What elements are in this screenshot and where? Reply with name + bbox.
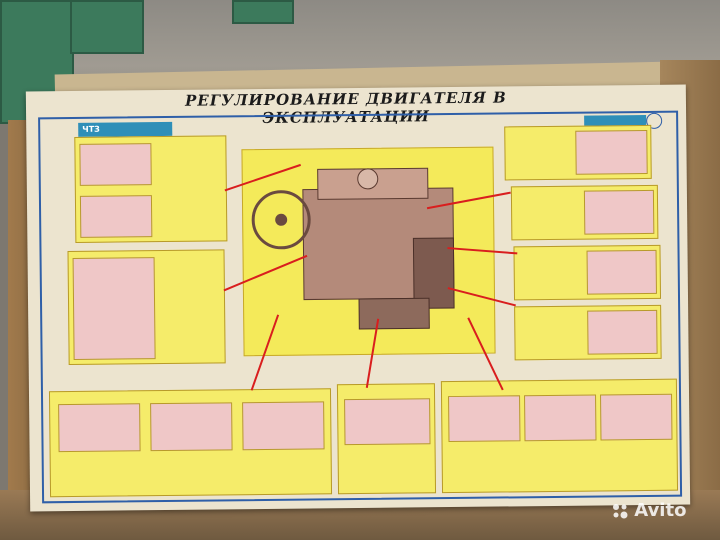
panel-right-2-image xyxy=(583,189,655,235)
watermark: Avito xyxy=(612,500,686,521)
avito-logo-icon xyxy=(613,504,628,519)
panel-left-1-image xyxy=(79,143,152,186)
panel-bottom-2 xyxy=(336,383,437,495)
panel-right-4-image xyxy=(587,309,658,355)
panel-left-2 xyxy=(67,249,226,366)
panel-right-3-image xyxy=(586,249,657,295)
watermark-text: Avito xyxy=(634,500,687,521)
panel-left-2-image xyxy=(72,257,156,360)
panel-bottom-3-image-1 xyxy=(448,395,521,443)
panel-bottom-1-image-2 xyxy=(150,402,233,452)
panel-bottom-1-image-1 xyxy=(58,403,141,453)
panel-right-4 xyxy=(514,304,662,361)
panel-right-1-image xyxy=(575,129,648,175)
poster-tag-left: ЧТЗ xyxy=(78,121,173,137)
panel-left-1-image-2 xyxy=(79,195,153,238)
panel-bottom-3-image-2 xyxy=(524,394,597,442)
panel-bottom-3 xyxy=(440,378,679,494)
panel-left-1 xyxy=(74,135,228,243)
panel-bottom-1-image-3 xyxy=(242,401,325,451)
panel-right-2 xyxy=(510,184,659,241)
panel-bottom-1 xyxy=(48,388,333,498)
panel-right-1 xyxy=(504,124,652,181)
poster: РЕГУЛИРОВАНИЕ ДВИГАТЕЛЯ В ЭКСПЛУАТАЦИИ Ч… xyxy=(25,84,691,512)
engine-illustration xyxy=(251,167,455,330)
panel-bottom-2-image xyxy=(344,398,431,446)
panel-right-3 xyxy=(513,244,662,301)
engine-panel xyxy=(241,146,496,357)
green-crate-side xyxy=(70,0,144,54)
panel-bottom-3-image-3 xyxy=(600,393,673,441)
green-box-top xyxy=(232,0,294,24)
